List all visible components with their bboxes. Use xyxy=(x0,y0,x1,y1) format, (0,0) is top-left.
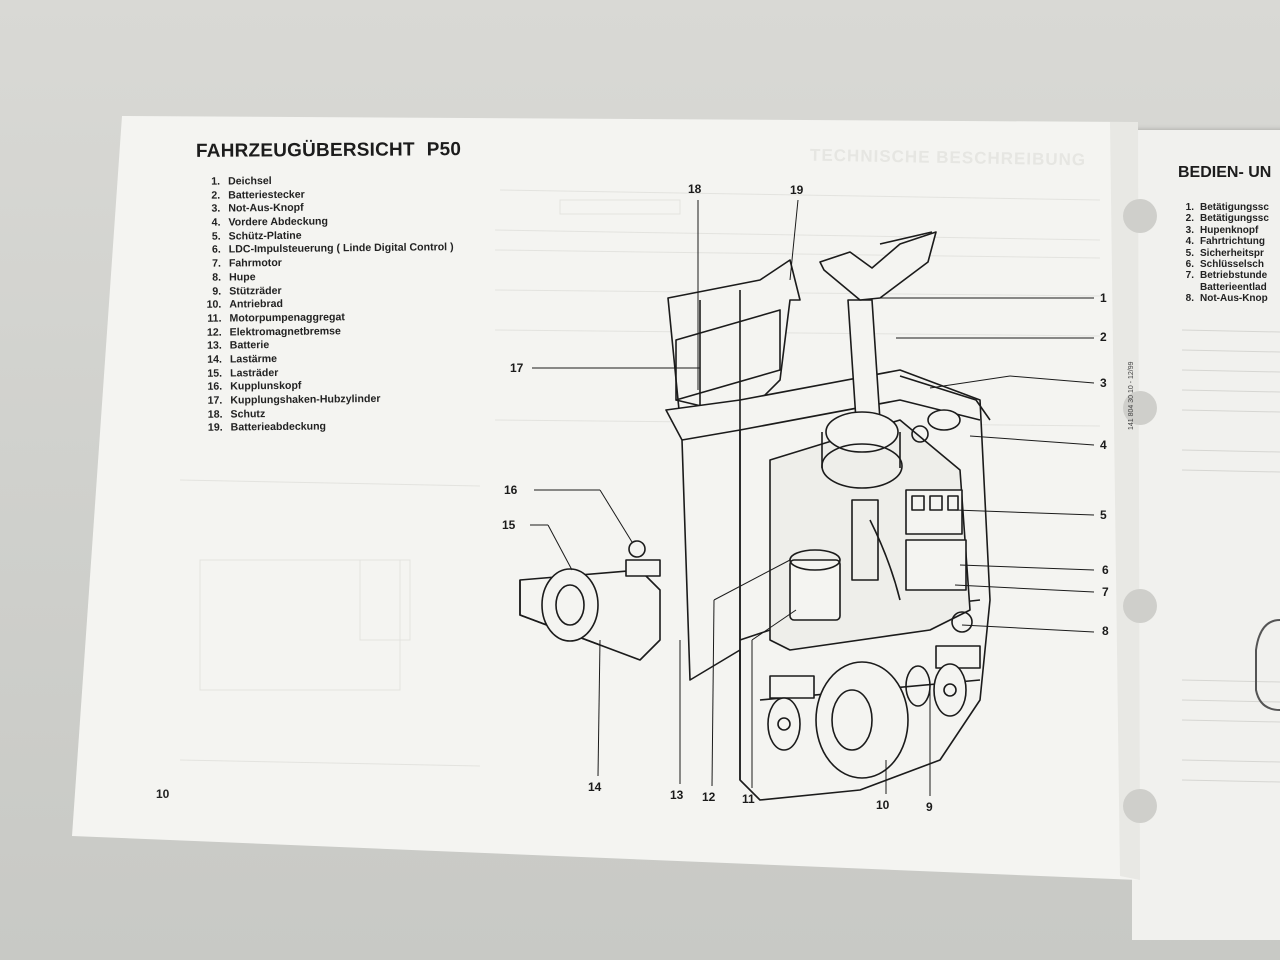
callout-7: 7 xyxy=(1102,585,1109,599)
callout-18: 18 xyxy=(688,182,702,196)
list-item: 5.Sicherheitspr xyxy=(1185,247,1264,259)
callout-19: 19 xyxy=(790,183,804,197)
right-page-title: BEDIEN- UN xyxy=(1178,164,1272,181)
list-item: 1.Betätigungssc xyxy=(1185,202,1269,213)
callout-8: 8 xyxy=(1102,624,1109,638)
callout-12: 12 xyxy=(702,790,716,804)
callout-3: 3 xyxy=(1100,376,1107,390)
document-code: 141 804 30 10 - 12/99 xyxy=(1128,361,1135,430)
list-item: 4.Fahrtrichtung xyxy=(1185,236,1265,248)
right-page-lines xyxy=(1181,329,1280,783)
callout-4: 4 xyxy=(1100,438,1107,452)
callout-14: 14 xyxy=(588,780,602,794)
right-page-list: 1.Betätigungssc 2.Betätigungssc 3.Hupenk… xyxy=(1172,202,1269,305)
list-item: 7.Betriebstunde xyxy=(1185,270,1268,282)
callout-1: 1 xyxy=(1100,291,1107,305)
list-item: 3.Hupenknopf xyxy=(1185,224,1259,236)
callout-9: 9 xyxy=(926,800,933,814)
list-item: Batterieentlad xyxy=(1200,281,1267,293)
callout-17: 17 xyxy=(510,361,524,375)
callout-13: 13 xyxy=(670,788,684,802)
callout-10: 10 xyxy=(876,798,890,812)
callout-16: 16 xyxy=(504,483,518,497)
list-item: 6.Schlüsselsch xyxy=(1185,258,1264,270)
list-item: 2.Betätigungssc xyxy=(1185,213,1269,225)
callout-2: 2 xyxy=(1100,330,1107,344)
callout-5: 5 xyxy=(1100,508,1107,522)
list-item: 8.Not-Aus-Knop xyxy=(1185,293,1268,305)
callout-6: 6 xyxy=(1102,563,1109,577)
callout-15: 15 xyxy=(502,518,516,532)
page-number: 10 xyxy=(156,787,170,801)
callout-11: 11 xyxy=(742,792,755,806)
